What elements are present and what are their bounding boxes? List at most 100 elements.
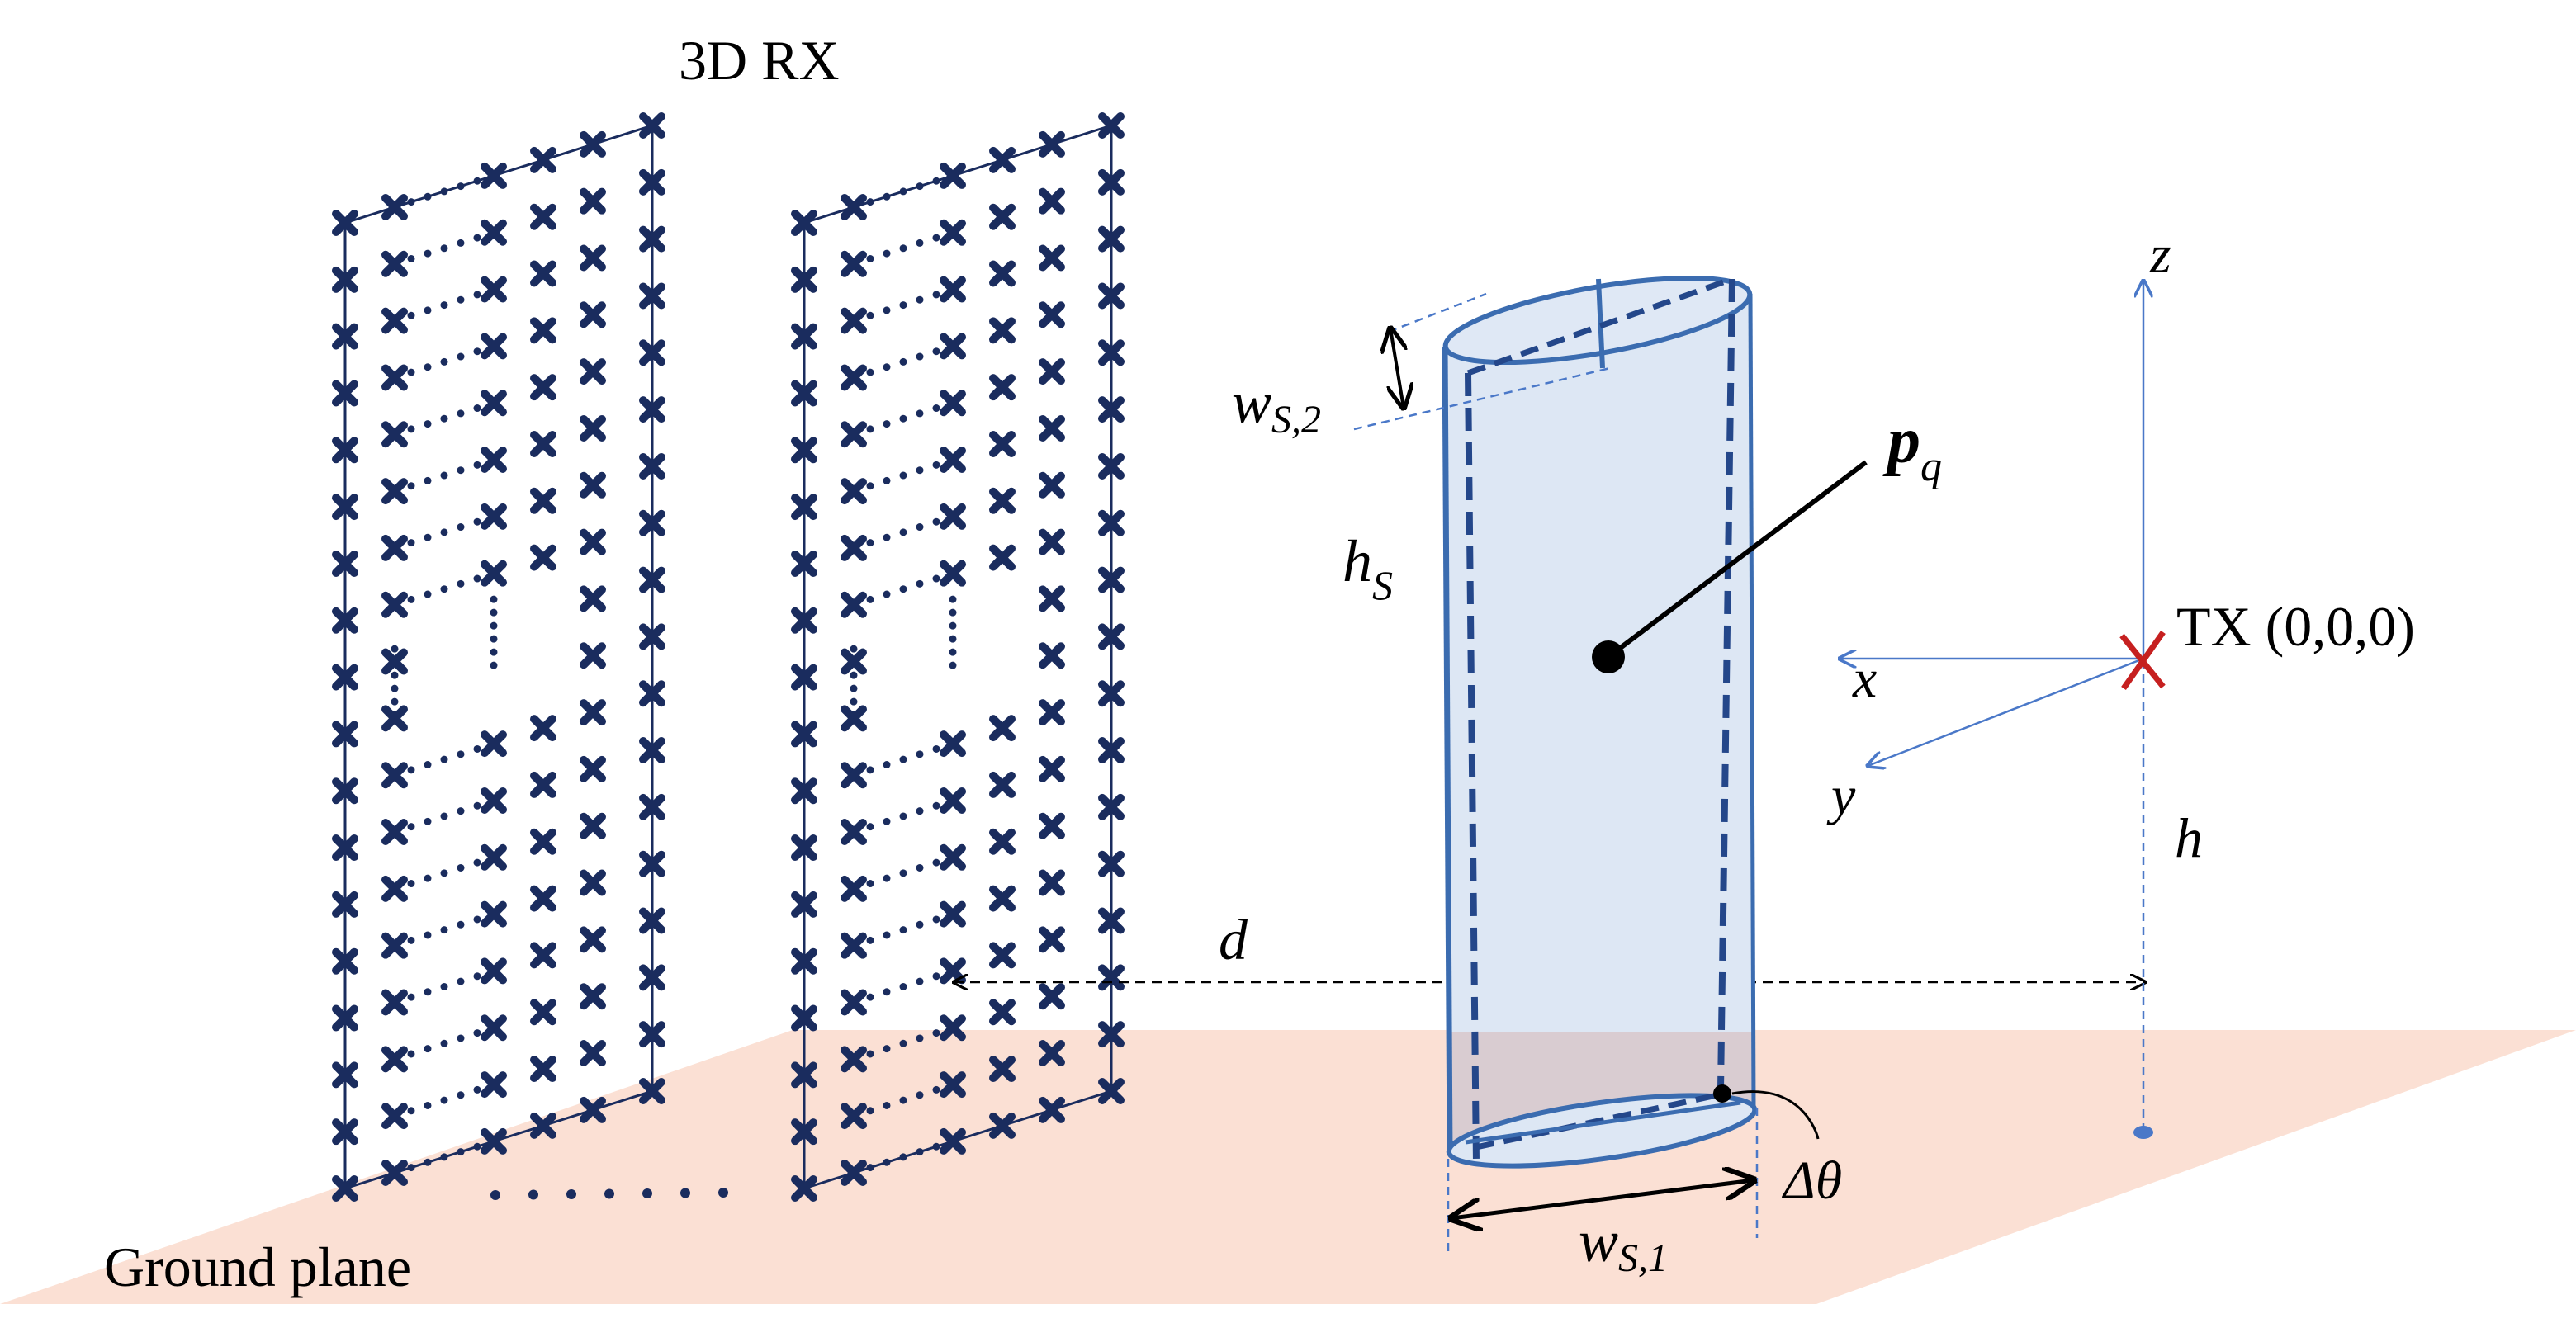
tx-marker (2119, 630, 2166, 691)
rx-element-icon (791, 947, 817, 975)
rx-element-icon (1039, 187, 1065, 215)
rx-element-icon (481, 162, 507, 189)
cylinder-body (1445, 294, 1754, 1154)
rx-element-icon (989, 146, 1016, 173)
rx-element-icon (580, 244, 606, 272)
rx-element-icon (791, 323, 817, 350)
width-bottom-label: wS,1 (1579, 1208, 1668, 1280)
rx-element-icon (332, 1118, 358, 1146)
rx-element-icon (1098, 509, 1125, 536)
rx-element-icon (332, 437, 358, 464)
rx-element-icon (1039, 642, 1065, 669)
rx-element-icon (481, 1127, 507, 1155)
rx-element-icon (1098, 452, 1125, 480)
rx-element-icon (1098, 623, 1125, 650)
rx-element-icon (791, 1061, 817, 1089)
rx-element-icon (530, 942, 556, 969)
rx-element-icon (1098, 282, 1125, 310)
rx-element-icon (1039, 585, 1065, 612)
rx-element-icon (1039, 755, 1065, 782)
rx-element-icon (381, 591, 408, 618)
rx-element-icon (332, 947, 358, 975)
rx-element-icon (530, 828, 556, 855)
rx-element-icon (332, 550, 358, 577)
rx-element-icon (1039, 301, 1065, 328)
rx-element-icon (1098, 737, 1125, 764)
axis-y-label: y (1826, 766, 1856, 826)
rx-element-icon (989, 374, 1016, 401)
axis-z-label: z (2149, 224, 2171, 285)
rx-element-icon (332, 323, 358, 350)
rx-element-icon (530, 203, 556, 230)
rx-element-icon (530, 544, 556, 571)
rx-element-icon (940, 333, 966, 360)
rx-element-icon (639, 339, 665, 366)
rx-element-icon (639, 737, 665, 764)
rx-element-icon (841, 421, 867, 448)
rx-element-icon (989, 430, 1016, 457)
rx-element-icon (940, 787, 966, 814)
rx-element-icon (481, 560, 507, 587)
rx-element-icon (639, 168, 665, 196)
rx-element-icon (530, 1056, 556, 1083)
rx-element-icon (989, 487, 1016, 514)
rx-element-icon (639, 1021, 665, 1048)
rx-element-icon (530, 487, 556, 514)
rx-element-icon (639, 396, 665, 423)
rx-element-icon (580, 642, 606, 669)
rx-element-icon (791, 266, 817, 293)
tx-label: TX (0,0,0) (2176, 595, 2415, 658)
rx-element-icon (1098, 112, 1125, 139)
rx-element-icon (580, 926, 606, 953)
rx-element-icon (791, 891, 817, 918)
rx-element-icon (639, 793, 665, 820)
rx-element-icon (791, 1004, 817, 1032)
rx-element-icon (940, 447, 966, 474)
rx-element-icon (841, 534, 867, 561)
rx-element-icon (940, 390, 966, 417)
rx-element-icon (1098, 680, 1125, 707)
rx-element-icon (989, 203, 1016, 230)
rx-array-panels (332, 112, 1125, 1202)
rx-element-icon (530, 317, 556, 344)
rx-element-icon (580, 1040, 606, 1067)
rx-element-icon (940, 730, 966, 758)
rx-element-icon (580, 301, 606, 328)
rx-element-icon (989, 715, 1016, 742)
rx-element-icon (841, 819, 867, 846)
rx-element-icon (332, 777, 358, 805)
rx-element-icon (791, 777, 817, 805)
rx-element-icon (1098, 1078, 1125, 1104)
rx-element-icon (332, 1061, 358, 1089)
rx-element-icon (332, 494, 358, 521)
rx-element-icon (1039, 926, 1065, 953)
rx-element-icon (940, 219, 966, 246)
rx-element-icon (841, 478, 867, 505)
blocker-point-label: pq (1882, 404, 1942, 490)
rx-element-icon (989, 771, 1016, 798)
rx-element-icon (841, 989, 867, 1016)
rx-element-icon (332, 210, 358, 236)
rx-element-icon (940, 843, 966, 871)
rx-element-icon (639, 566, 665, 593)
rx-element-icon (530, 715, 556, 742)
rx-element-icon (841, 932, 867, 959)
rx-element-icon (791, 721, 817, 748)
rotation-point (1713, 1084, 1731, 1103)
rx-element-icon (639, 112, 665, 139)
rx-element-icon (481, 900, 507, 928)
rx-element-icon (481, 1014, 507, 1042)
rx-element-icon (381, 1159, 408, 1186)
rx-element-icon (381, 762, 408, 789)
cylinder-blocker (1442, 275, 1758, 1169)
rx-element-icon (481, 843, 507, 871)
rx-panel-right (791, 112, 1125, 1202)
rx-element-icon (481, 333, 507, 360)
distance-d-label: d (1219, 909, 1248, 972)
rx-element-icon (639, 225, 665, 253)
rx-element-icon (989, 885, 1016, 912)
rx-element-icon (332, 721, 358, 748)
rx-element-icon (940, 560, 966, 587)
rx-element-icon (381, 875, 408, 902)
rx-element-icon (332, 1004, 358, 1032)
